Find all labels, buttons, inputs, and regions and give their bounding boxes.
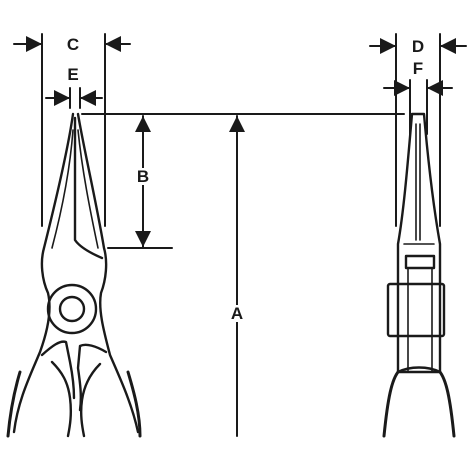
front-jaw-left — [12, 112, 75, 434]
side-jaw-inner — [415, 123, 421, 241]
front-handle-left-inner — [50, 360, 73, 438]
front-pivot-outer — [46, 283, 98, 335]
front-lower-body-right — [76, 343, 108, 412]
front-lower-body — [40, 340, 76, 400]
side-joint-block — [404, 254, 436, 270]
label-E: E — [67, 65, 79, 84]
side-joint-line — [407, 267, 433, 373]
front-jaw-inner-right — [77, 129, 99, 249]
side-joint-plate — [386, 282, 446, 338]
label-B: B — [133, 168, 153, 185]
front-pivot-inner — [58, 295, 86, 323]
side-handle — [382, 370, 456, 438]
front-handle-right-inner — [79, 362, 102, 438]
side-handle-top — [396, 366, 442, 374]
side-view-pliers — [382, 112, 456, 438]
label-A: A — [227, 305, 247, 322]
front-view-pliers — [6, 112, 142, 438]
side-jaw-outline — [396, 112, 442, 374]
front-jaw-seam — [73, 116, 104, 260]
front-handle-right — [126, 370, 142, 438]
label-D: D — [411, 37, 425, 56]
front-handle-left — [6, 370, 22, 438]
dimension-lines — [13, 33, 467, 437]
front-jaw-inner-left — [51, 129, 74, 249]
label-F: F — [412, 59, 424, 78]
front-jaw-right — [76, 112, 140, 434]
label-C: C — [66, 35, 80, 54]
